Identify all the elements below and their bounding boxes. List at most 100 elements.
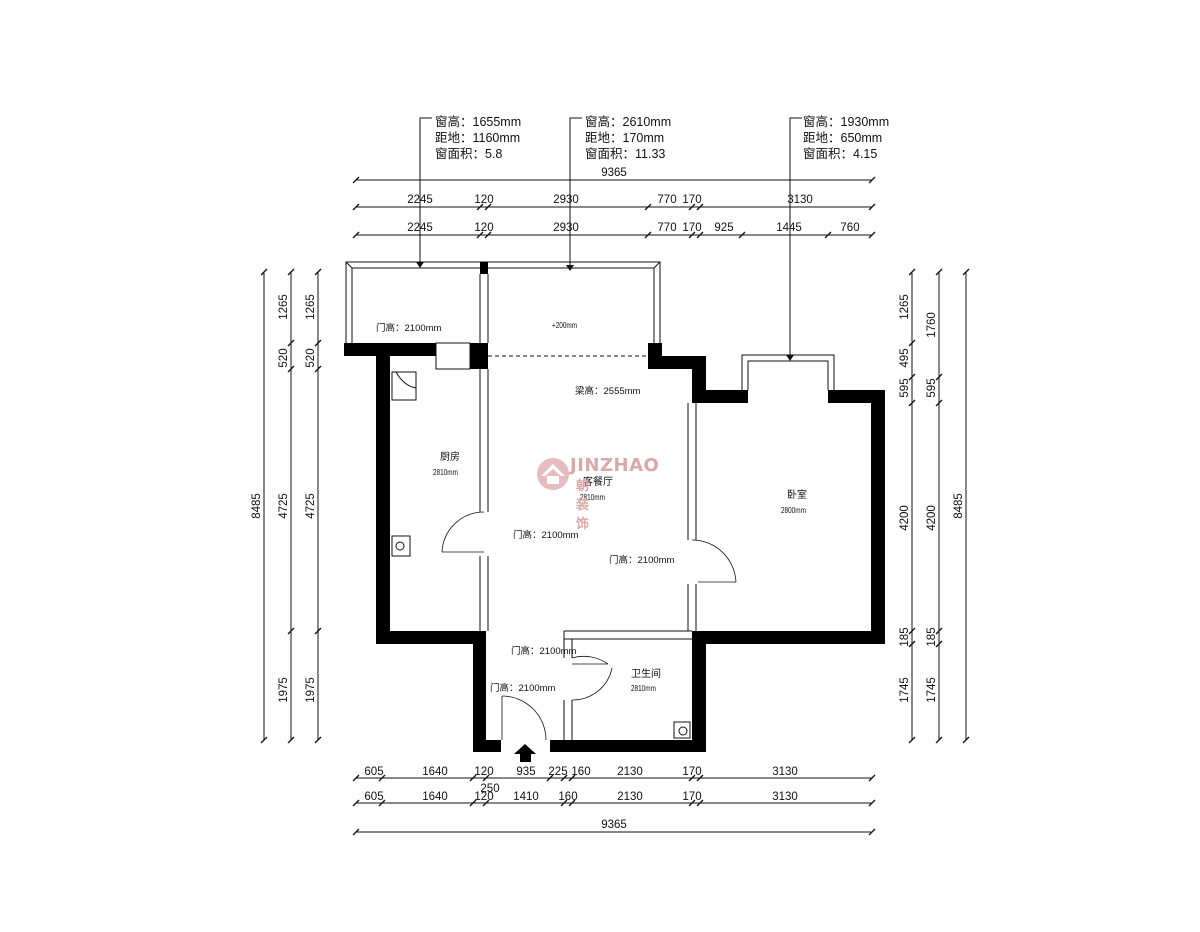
bottom-dim-row2-1: 1640 [422, 791, 448, 803]
dim-tick [482, 799, 490, 807]
bedroom-door-height: 门高：2100mm [609, 555, 675, 566]
dim-tick [868, 828, 876, 836]
right-dim-inner-4: 185 [899, 627, 911, 646]
dim-tick [908, 627, 916, 635]
top-dim-row2-0: 2245 [407, 222, 433, 234]
dim-tick [484, 231, 492, 239]
dim-tick [644, 231, 652, 239]
left-total-dim: 8485 [251, 493, 263, 519]
window-note-balcony-left: 窗高：1655mm 距地：1160mm 窗面积：5.8 [435, 115, 522, 161]
dim-tick [314, 736, 322, 744]
room-label-living: 客餐厅 [583, 477, 613, 488]
top-dim-row2-6: 1445 [776, 222, 802, 234]
right-dim-inner-1: 495 [899, 348, 911, 367]
dim-tick [378, 799, 386, 807]
dim-tick [560, 799, 568, 807]
fixtures [391, 371, 691, 739]
bottom-dim-row2-7: 3130 [772, 791, 798, 803]
dim-tick [935, 640, 943, 648]
dim-tick [908, 736, 916, 744]
bottom-dim-row1-4: 225 [548, 766, 567, 778]
bottom-dim-row2-6: 170 [682, 791, 701, 803]
dim-tick [908, 640, 916, 648]
dim-tick [935, 373, 943, 381]
top-dim-row1-4: 170 [682, 194, 701, 206]
bedroom-height: 2800mm [781, 506, 806, 515]
dim-tick [352, 203, 360, 211]
room-label-bathroom: 卫生间 [631, 669, 661, 680]
dim-tick [688, 774, 696, 782]
dim-tick [287, 736, 295, 744]
beam-height: 梁高：2555mm [575, 386, 641, 397]
top-dim-row1-5: 3130 [787, 194, 813, 206]
bay-window [741, 354, 835, 390]
left-dim-b-0: 1265 [305, 294, 317, 320]
dim-tick [868, 799, 876, 807]
bottom-dim-row1-3: 935 [516, 766, 535, 778]
dim-tick [469, 774, 477, 782]
dim-tick [314, 339, 322, 347]
watermark-logo: JINZHAO 朝装饰 [536, 455, 659, 532]
left-dim-a-1: 520 [278, 348, 290, 367]
entry-arrow [514, 744, 536, 762]
dim-tick [352, 231, 360, 239]
dim-tick [908, 268, 916, 276]
watermark-brand: JINZHAO [570, 455, 660, 476]
top-dim-row1-0: 2245 [407, 194, 433, 206]
right-dim-outer-4: 1745 [926, 677, 938, 703]
dim-tick [260, 268, 268, 276]
top-dim-row2-2: 2930 [553, 222, 579, 234]
dim-tick [260, 736, 268, 744]
dim-tick [476, 203, 484, 211]
balcony-door-height: 门高：2100mm [376, 323, 442, 334]
dim-tick [314, 268, 322, 276]
right-total-dim: 8485 [953, 493, 965, 519]
bottom-dim-row1-7: 170 [682, 766, 701, 778]
dim-tick [484, 203, 492, 211]
bottom-dim-row1-1: 1640 [422, 766, 448, 778]
dim-tick [868, 231, 876, 239]
window-note-bedroom: 窗高：1930mm 距地：650mm 窗面积：4.15 [803, 115, 890, 161]
dim-tick [908, 399, 916, 407]
dimension-ticks [260, 176, 970, 836]
top-total-dim: 9365 [601, 167, 627, 179]
dim-tick [287, 268, 295, 276]
dim-tick [546, 774, 554, 782]
dim-tick [935, 736, 943, 744]
top-dim-row2-3: 770 [657, 222, 676, 234]
top-dim-row2-5: 925 [714, 222, 733, 234]
left-dim-a-2: 4725 [278, 493, 290, 519]
top-dim-row2-1: 120 [474, 222, 493, 234]
house-logo-icon [537, 458, 569, 490]
thin-walls [435, 274, 697, 740]
bottom-extra-dim: 250 [480, 783, 499, 795]
dim-tick [962, 268, 970, 276]
watermark-sub: 朝装饰 [576, 479, 590, 532]
right-dim-outer-3: 185 [926, 627, 938, 646]
top-dim-row1-3: 770 [657, 194, 676, 206]
dim-tick [908, 339, 916, 347]
right-dim-outer-0: 1760 [926, 312, 938, 338]
dim-tick [908, 373, 916, 381]
right-dim-inner-0: 1265 [899, 294, 911, 320]
top-dim-row2-7: 760 [840, 222, 859, 234]
window-note-balcony-right: 窗高：2610mm 距地：170mm 窗面积：11.33 [585, 115, 672, 161]
bottom-dim-row1-5: 160 [571, 766, 590, 778]
door-swings [441, 511, 737, 741]
bottom-dim-row2-5: 2130 [617, 791, 643, 803]
kitchen-height: 2810mm [433, 468, 458, 477]
dim-tick [352, 774, 360, 782]
room-label-bedroom: 卧室 [787, 490, 807, 501]
top-dim-row2-4: 170 [682, 222, 701, 234]
dim-tick [378, 774, 386, 782]
bottom-dim-row2-4: 160 [558, 791, 577, 803]
dim-tick [314, 627, 322, 635]
bathroom-height: 2810mm [631, 684, 656, 693]
top-dim-row1-2: 2930 [553, 194, 579, 206]
dim-tick [560, 774, 568, 782]
dim-tick [935, 399, 943, 407]
right-dim-inner-5: 1745 [899, 677, 911, 703]
right-dim-outer-2: 4200 [926, 505, 938, 531]
